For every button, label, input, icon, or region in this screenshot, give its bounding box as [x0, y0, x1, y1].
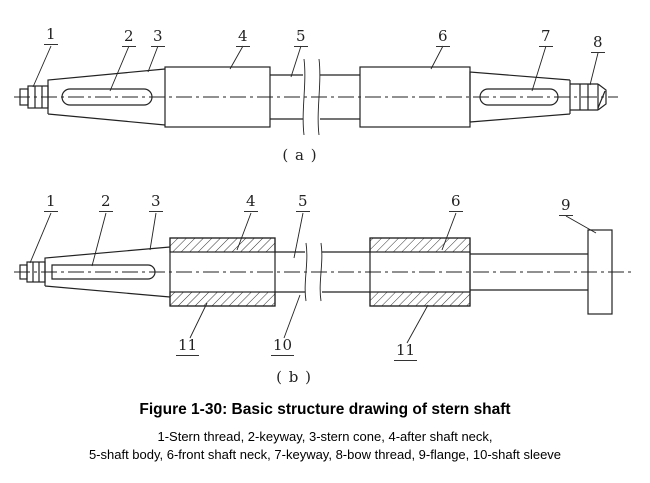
stern-cone-b — [44, 246, 171, 298]
part-label-a-5: 5 — [294, 27, 308, 47]
stern-cone-a — [47, 68, 166, 126]
part-label-a-2: 2 — [122, 27, 136, 47]
part-label-b-10: 10 — [271, 336, 295, 356]
legend-line-1: 1-Stern thread, 2-keyway, 3-stern cone, … — [157, 429, 493, 444]
shaft-body-a — [270, 74, 360, 120]
shaft-body-b — [275, 251, 370, 293]
part-label-b-4: 4 — [244, 192, 258, 212]
legend-line-2: 5-shaft body, 6-front shaft neck, 7-keyw… — [88, 447, 562, 462]
part-label-b-5: 5 — [296, 192, 310, 212]
view-a-drawing — [14, 45, 618, 136]
figure-caption: Figure 1-30: Basic structure drawing of … — [139, 401, 511, 418]
stern-shaft-diagram — [14, 45, 632, 344]
part-label-a-4: 4 — [236, 27, 250, 47]
part-label-b-1: 1 — [44, 192, 58, 212]
view-b-caption: ( b ) — [276, 368, 312, 386]
part-label-b-3: 3 — [149, 192, 163, 212]
leader-lines-b — [29, 212, 597, 344]
view-b-drawing — [14, 212, 632, 344]
bow-thread-a — [570, 83, 607, 111]
part-label-a-6: 6 — [436, 27, 450, 47]
keyway-a-right — [479, 88, 559, 106]
part-label-a-3: 3 — [151, 27, 165, 47]
shaft-tail-b — [469, 252, 588, 292]
part-label-b-11-right: 11 — [394, 341, 418, 361]
part-label-b-6: 6 — [449, 192, 463, 212]
keyway-b — [51, 264, 156, 280]
part-label-a-1: 1 — [44, 25, 58, 45]
part-label-b-11-left: 11 — [176, 336, 200, 356]
part-label-b-9: 9 — [559, 196, 573, 216]
part-label-a-7: 7 — [539, 27, 553, 47]
part-label-a-8: 8 — [591, 33, 605, 53]
shaft-sleeve-left — [169, 237, 276, 307]
view-a-caption: ( a ) — [282, 146, 318, 164]
leader-lines-a — [32, 45, 599, 92]
part-label-b-2: 2 — [99, 192, 113, 212]
